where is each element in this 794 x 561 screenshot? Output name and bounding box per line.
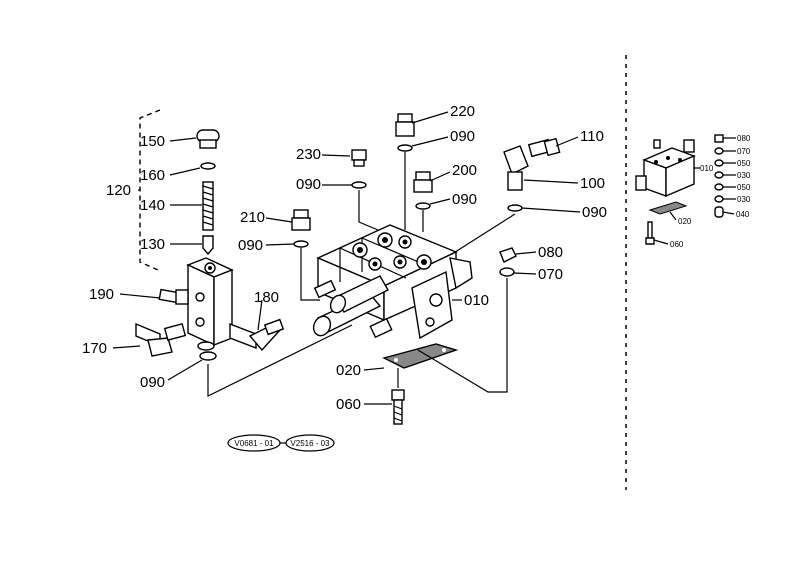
label-230: 230: [296, 146, 321, 163]
label-010: 010: [464, 292, 489, 309]
control-valve-010: [312, 224, 473, 340]
elbow-100-110: [503, 137, 561, 191]
relief-body: [186, 257, 234, 351]
fitting-200: [413, 171, 433, 193]
label-060: 060: [336, 396, 361, 413]
thumb-label-040: 040: [736, 210, 750, 219]
oring-090-e: [293, 240, 309, 248]
thumb-label-080: 080: [737, 134, 751, 143]
thumb-label-050b: 050: [737, 183, 751, 192]
poppet-130: [202, 235, 214, 256]
thumb-label-070: 070: [737, 147, 751, 156]
fitting-190: [158, 288, 189, 305]
elbow-180: [229, 318, 285, 352]
elbow-170: [135, 322, 187, 357]
thumbnail-diagram: [635, 134, 736, 245]
serial-to: V2516 - 03: [290, 439, 330, 448]
thumb-label-060: 060: [670, 240, 684, 249]
thumb-label-010: 010: [700, 164, 714, 173]
oring-090-b: [351, 181, 367, 189]
oring-090-a: [199, 351, 217, 361]
serial-to-tag: [285, 434, 335, 452]
label-070: 070: [538, 266, 563, 283]
label-160: 160: [140, 167, 165, 184]
fitting-230: [351, 149, 367, 167]
oring-090-c: [397, 144, 413, 152]
label-090-f: 090: [582, 204, 607, 221]
label-140: 140: [140, 197, 165, 214]
thumb-label-030b: 030: [737, 195, 751, 204]
label-090-e: 090: [238, 237, 263, 254]
oring-090-f: [507, 204, 523, 212]
thumb-label-030: 030: [737, 171, 751, 180]
oring-090-d: [415, 202, 431, 210]
thumb-label-020: 020: [678, 217, 692, 226]
label-110: 110: [580, 128, 604, 145]
label-170: 170: [82, 340, 107, 357]
fitting-220: [395, 113, 415, 137]
bolt-060: [391, 389, 405, 425]
label-190: 190: [89, 286, 114, 303]
label-090-a: 090: [140, 374, 165, 391]
label-020: 020: [336, 362, 361, 379]
plate-020: [382, 343, 459, 369]
label-100: 100: [580, 175, 605, 192]
thumb-label-050: 050: [737, 159, 751, 168]
label-220: 220: [450, 103, 475, 120]
label-200: 200: [452, 162, 477, 179]
serial-from: V0681 - 01: [234, 439, 274, 448]
nut-080: [499, 247, 517, 263]
oring-160: [200, 162, 216, 170]
spring-140: [202, 181, 214, 231]
label-210: 210: [240, 209, 265, 226]
label-090-c: 090: [450, 128, 475, 145]
label-120: 120: [106, 182, 131, 199]
fitting-210: [291, 209, 311, 231]
label-150: 150: [140, 133, 165, 150]
label-130: 130: [140, 236, 165, 253]
washer-070: [499, 267, 515, 277]
label-090-d: 090: [452, 191, 477, 208]
cap-150: [196, 129, 220, 149]
label-180: 180: [254, 289, 279, 306]
label-090-b: 090: [296, 176, 321, 193]
label-080: 080: [538, 244, 563, 261]
